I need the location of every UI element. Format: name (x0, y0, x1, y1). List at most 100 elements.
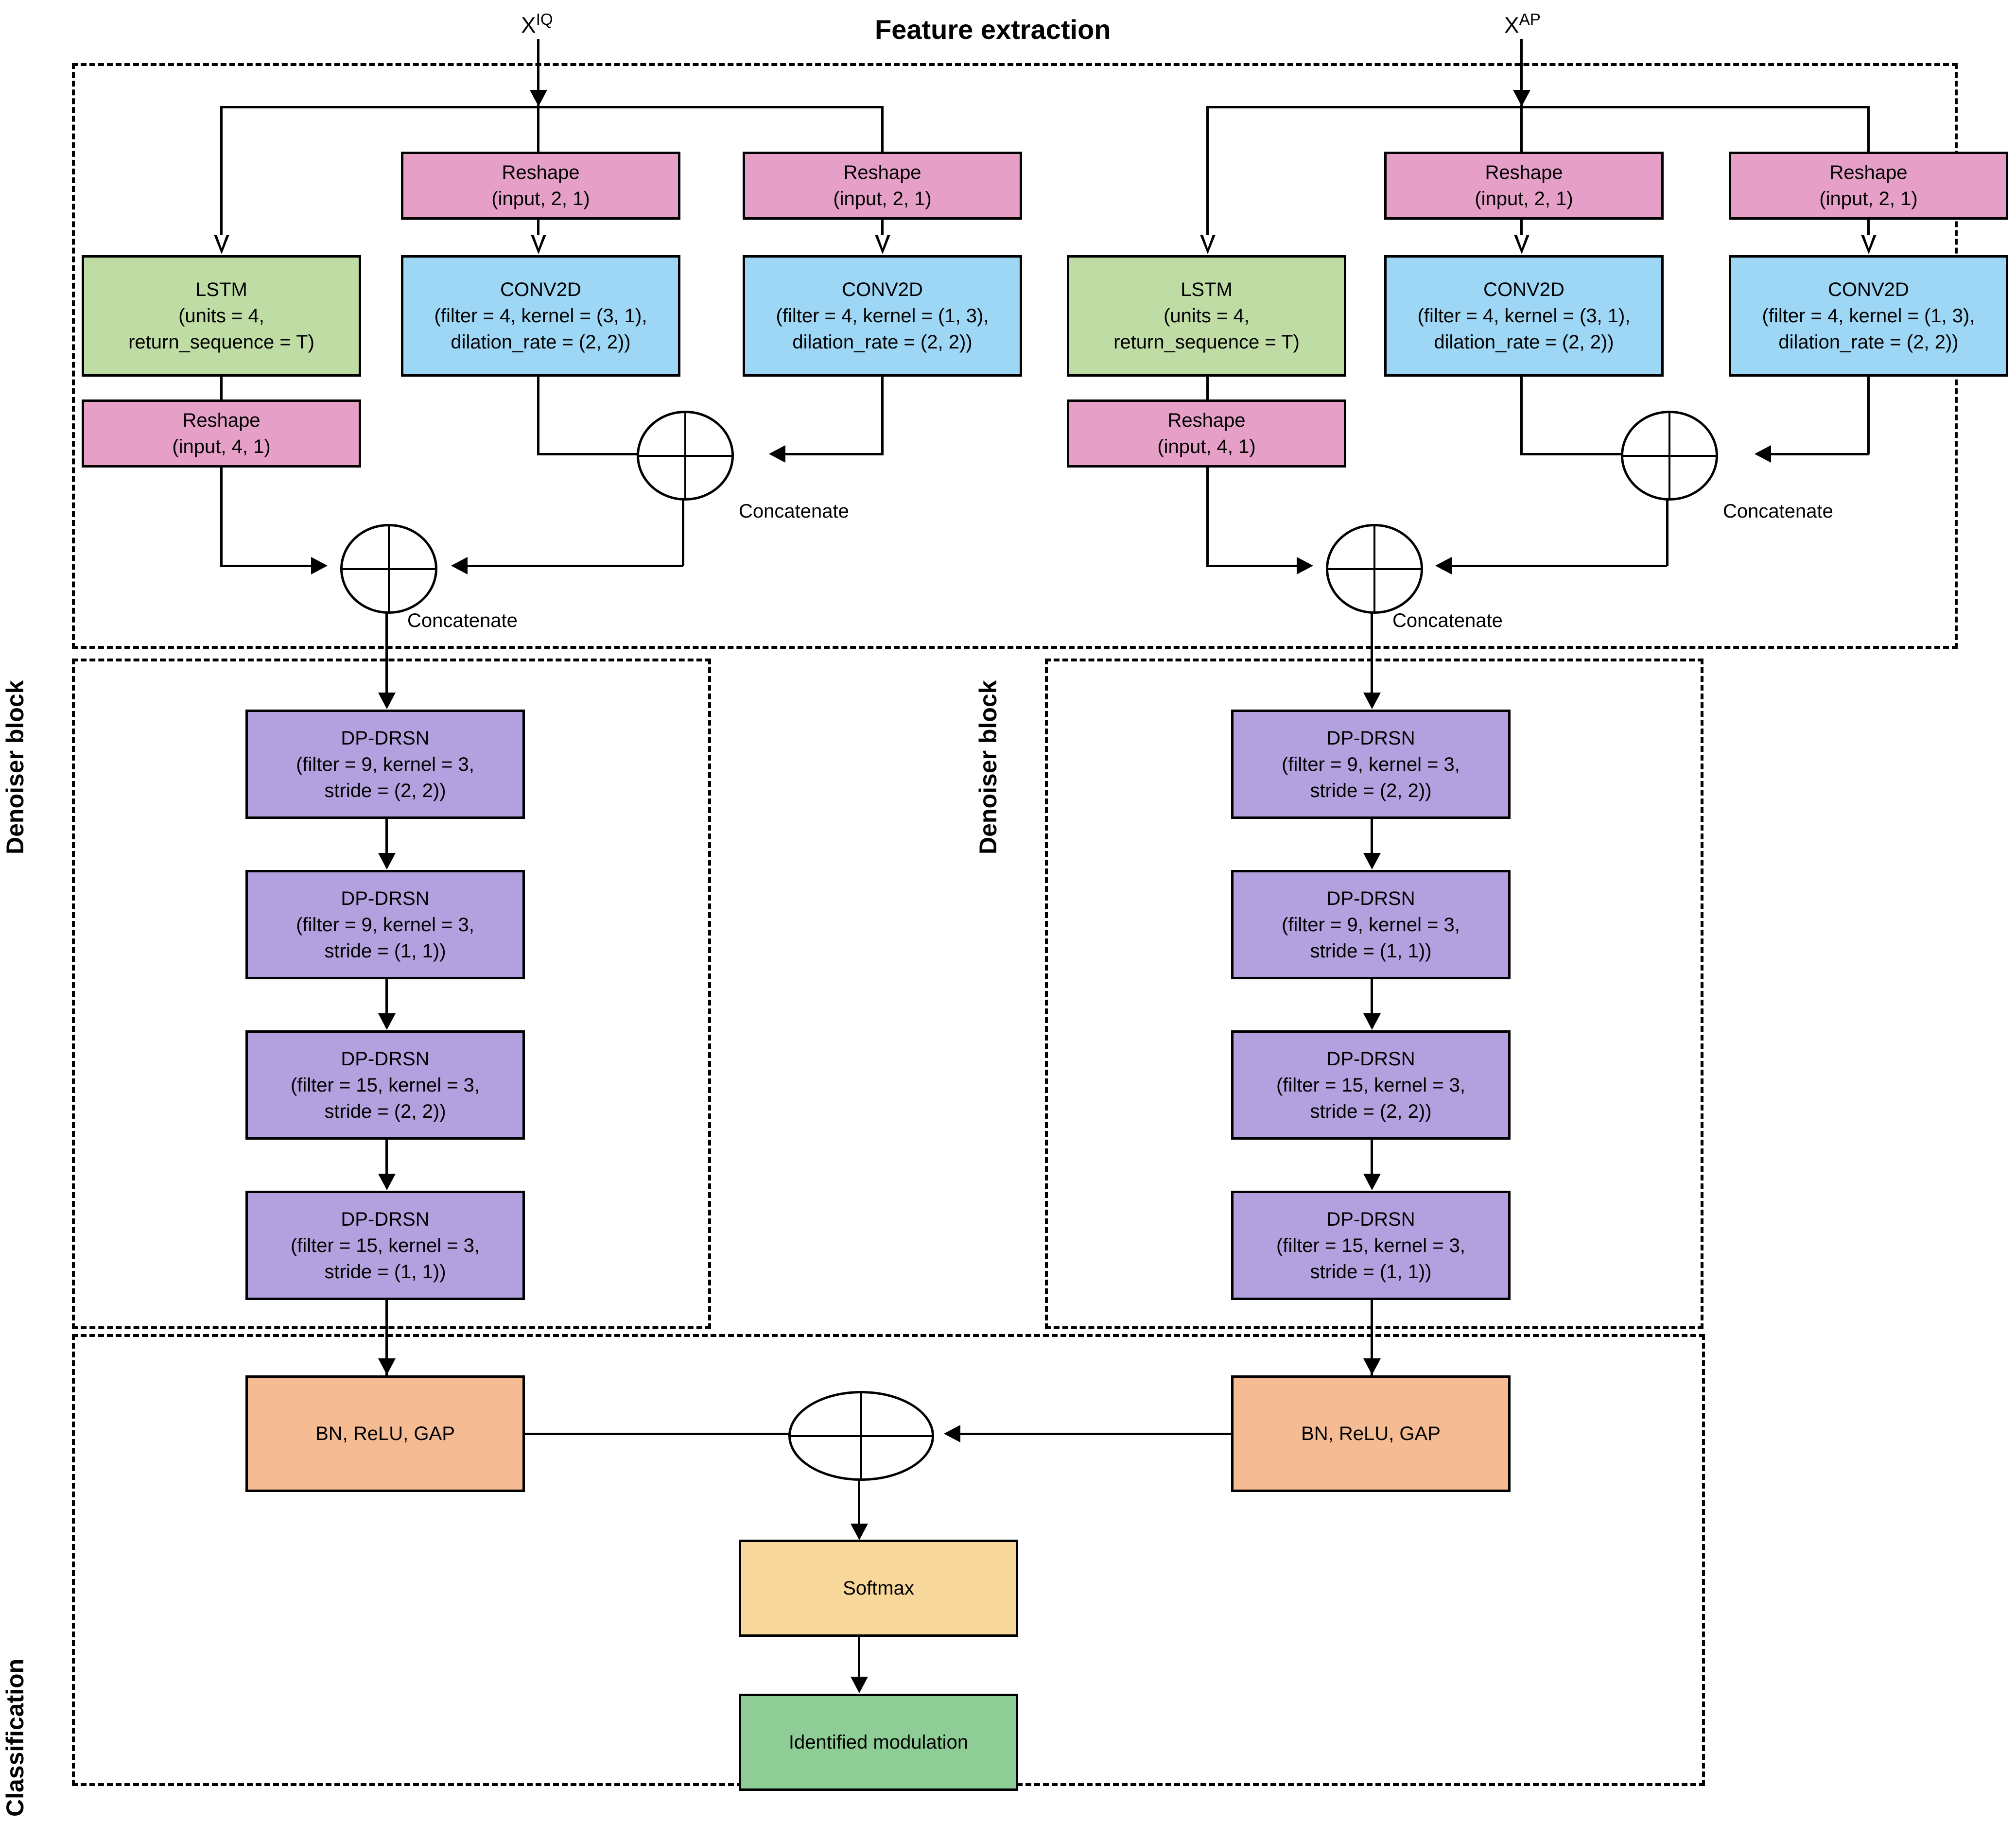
ap-dp-drsn-4-line3: stride = (1, 1)) (1310, 1261, 1432, 1283)
ap-pool-arrowhead (1363, 1358, 1381, 1375)
ap-concat-conv-hbar (1623, 454, 1716, 457)
ap-concat-main-down (1371, 609, 1373, 699)
ap-pooling-line1: BN, ReLU, GAP (1301, 1423, 1441, 1444)
ap-lstm-line3: return_sequence = T) (1113, 331, 1300, 353)
ap-dp-drsn-2-arrowhead (1363, 853, 1381, 869)
ap-reshape-b-node: Reshape (input, 2, 1) (1729, 152, 2008, 220)
ap-concat-main-label: Concatenate (1392, 610, 1503, 631)
iq-lstm-node: LSTM (units = 4, return_sequence = T) (82, 255, 361, 377)
ap-dp-drsn-1-line3: stride = (2, 2)) (1310, 780, 1432, 801)
ap-dp-drsn-1-to-2 (1371, 819, 1373, 868)
iq-conv-a-arrowhead (531, 235, 546, 254)
iq-conv-b-down (881, 377, 884, 454)
iq-dp-drsn-4-to-pool (385, 1300, 388, 1378)
ap-conv-b-down (1867, 377, 1870, 454)
ap-concat-conv-label: Concatenate (1723, 501, 1833, 522)
ap-conv-b-to-concat (1758, 453, 1869, 455)
iq-pooling-node: BN, ReLU, GAP (245, 1375, 525, 1492)
classification-label: Classification (1, 1658, 29, 1817)
iq-pool-arrowhead (378, 1358, 396, 1375)
input-label-x-iq: XIQ (521, 11, 553, 38)
iq-dp-drsn-3-line3: stride = (2, 2)) (324, 1100, 446, 1122)
denoiser-block-region-right (1045, 659, 1703, 1329)
iq-reshape-b-line2: (input, 2, 1) (833, 188, 932, 209)
iq-dp-drsn-4-line2: (filter = 15, kernel = 3, (290, 1234, 480, 1256)
ap-lstm-arrowhead (1200, 235, 1216, 254)
iq-concat-main-down (385, 609, 388, 699)
iq-dp-drsn-3-arrowhead (378, 1013, 396, 1030)
ap-conv2d-a-line1: CONV2D (1483, 279, 1564, 300)
denoiser-block-label-right: Denoiser block (974, 680, 1002, 854)
ap-reshape-lstm-line1: Reshape (1167, 410, 1246, 431)
iq-dp-drsn-2-line1: DP-DRSN (341, 887, 430, 909)
classification-fusion-hbar (791, 1435, 932, 1437)
iq-lstm-arrowhead (214, 235, 229, 254)
ap-dp-drsn-3-line2: (filter = 15, kernel = 3, (1276, 1074, 1466, 1096)
ap-concat-conv-to-main (1439, 565, 1667, 567)
ap-dp-drsn-3-line1: DP-DRSN (1326, 1048, 1415, 1070)
ap-reshape-lstm-to-main (1206, 565, 1303, 567)
output-arrowhead (851, 1677, 868, 1693)
ap-lstm-node: LSTM (units = 4, return_sequence = T) (1067, 255, 1346, 377)
ap-dp-drsn-4-to-pool (1371, 1300, 1373, 1378)
iq-dp-drsn-3-line1: DP-DRSN (341, 1048, 430, 1070)
ap-reshape-a-to-conv-a (1520, 220, 1523, 245)
ap-dp-drsn-3-arrowhead (1363, 1013, 1381, 1030)
ap-reshape-b-line1: Reshape (1829, 162, 1908, 183)
iq-bus-to-lstm (220, 106, 223, 244)
ap-concat-conv-down (1666, 496, 1668, 566)
ap-dp-drsn-1-line1: DP-DRSN (1326, 727, 1415, 749)
ap-pooling-node: BN, ReLU, GAP (1231, 1375, 1511, 1492)
identified-modulation-node: Identified modulation (739, 1694, 1018, 1791)
ap-reshape-b-to-conv-b (1867, 220, 1870, 245)
ap-reshape-a-node: Reshape (input, 2, 1) (1384, 152, 1664, 220)
ap-dp-drsn-2-line2: (filter = 9, kernel = 3, (1282, 914, 1460, 936)
denoiser-block-region-left (72, 659, 711, 1329)
ap-dp-drsn-2-line1: DP-DRSN (1326, 887, 1415, 909)
iq-dp-drsn-4-line1: DP-DRSN (341, 1208, 430, 1230)
iq-main-concat-right-arrowhead (451, 557, 468, 574)
iq-conv-b-arrowhead (875, 235, 890, 254)
iq-concat-conv-hbar (639, 454, 731, 457)
iq-reshape-a-to-conv-a (537, 220, 539, 245)
iq-dp-drsn-1-line2: (filter = 9, kernel = 3, (296, 753, 474, 775)
iq-reshape-b-line1: Reshape (843, 162, 921, 183)
ap-dp-drsn-1: DP-DRSN (filter = 9, kernel = 3, stride … (1231, 710, 1511, 819)
softmax-arrowhead (851, 1524, 868, 1540)
iq-dp-drsn-1-line1: DP-DRSN (341, 727, 430, 749)
ap-main-concat-left-arrowhead (1297, 557, 1313, 574)
iq-dp-drsn-4: DP-DRSN (filter = 15, kernel = 3, stride… (245, 1191, 525, 1300)
ap-reshape-a-line1: Reshape (1485, 162, 1563, 183)
ap-bus-to-lstm (1206, 106, 1209, 244)
input-line-x-iq (537, 39, 539, 92)
iq-reshape-lstm-line2: (input, 4, 1) (172, 436, 271, 457)
ap-conv2d-b-line1: CONV2D (1828, 279, 1909, 300)
ap-dp-drsn-2-to-3 (1371, 979, 1373, 1028)
iq-dp-drsn-2: DP-DRSN (filter = 9, kernel = 3, stride … (245, 870, 525, 979)
iq-denoiser-in-arrowhead (378, 693, 396, 709)
iq-concat-main-oplus (340, 524, 437, 614)
iq-conv2d-b-line3: dilation_rate = (2, 2)) (792, 331, 973, 353)
iq-dp-drsn-3-line2: (filter = 15, kernel = 3, (290, 1074, 480, 1096)
iq-dp-drsn-3: DP-DRSN (filter = 15, kernel = 3, stride… (245, 1030, 525, 1140)
ap-reshape-lstm-line2: (input, 4, 1) (1157, 436, 1256, 457)
iq-reshape-a-line1: Reshape (502, 162, 580, 183)
iq-pool-to-fusion (525, 1433, 802, 1435)
iq-lstm-to-reshape (220, 377, 223, 401)
ap-dp-drsn-3: DP-DRSN (filter = 15, kernel = 3, stride… (1231, 1030, 1511, 1140)
iq-conv2d-a-node: CONV2D (filter = 4, kernel = (3, 1), dil… (401, 255, 680, 377)
iq-pooling-line1: BN, ReLU, GAP (315, 1423, 455, 1444)
ap-conv2d-a-line2: (filter = 4, kernel = (3, 1), (1417, 305, 1631, 327)
ap-concat-conv-oplus (1621, 411, 1718, 501)
fusion-right-arrowhead (944, 1425, 960, 1442)
ap-conv2d-b-line3: dilation_rate = (2, 2)) (1778, 331, 1959, 353)
fusion-to-softmax (858, 1476, 860, 1537)
identified-modulation-label: Identified modulation (788, 1732, 969, 1753)
iq-split-bus (220, 106, 884, 108)
iq-conv-a-down (537, 377, 539, 454)
iq-reshape-lstm-down (220, 468, 223, 566)
softmax-label: Softmax (843, 1578, 914, 1599)
iq-reshape-lstm-node: Reshape (input, 4, 1) (82, 399, 361, 468)
iq-concat-main-hbar (343, 568, 435, 570)
